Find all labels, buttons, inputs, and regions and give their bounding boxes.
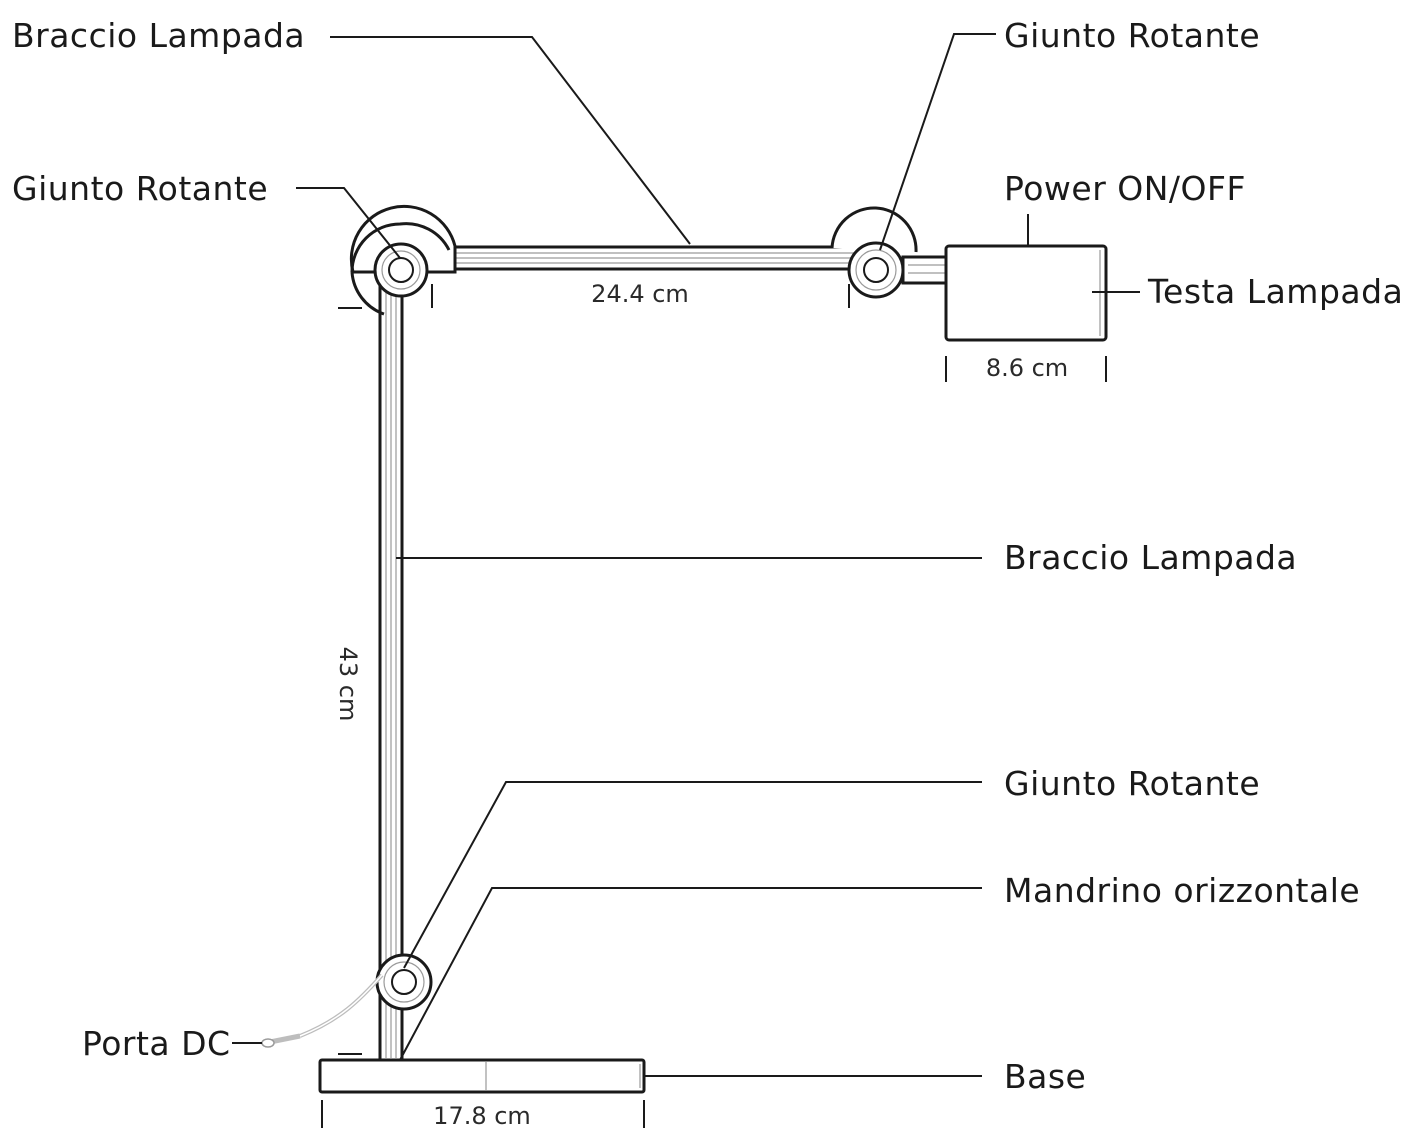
lamp-base — [318, 1058, 646, 1094]
label-power: Power ON/OFF — [1004, 169, 1246, 208]
top-left-joint — [349, 204, 457, 316]
dimension-vertical-arm: 43 cm — [334, 647, 362, 722]
dimension-horizontal-arm: 24.4 cm — [431, 280, 850, 308]
label-joint-top-right: Giunto Rotante — [1004, 16, 1260, 55]
vertical-arm — [378, 270, 404, 1064]
dimension-base-width: 17.8 cm — [321, 1100, 645, 1130]
horizontal-arm — [398, 245, 880, 271]
dimension-head-width: 8.6 cm — [945, 354, 1107, 382]
dimension-horizontal-arm-value: 24.4 cm — [591, 280, 689, 308]
dimension-head-width-value: 8.6 cm — [986, 354, 1068, 382]
dc-cable — [261, 973, 384, 1048]
dimension-vertical-arm-value: 43 cm — [334, 647, 362, 722]
bottom-joint — [375, 953, 433, 1011]
edge-marks — [338, 307, 362, 1055]
dimension-base-width-value: 17.8 cm — [433, 1102, 531, 1130]
label-head: Testa Lampada — [1147, 272, 1403, 311]
labels: Braccio Lampada Giunto Rotante Giunto Ro… — [12, 16, 1403, 1096]
label-arm-top: Braccio Lampada — [12, 16, 305, 55]
lamp-drawing — [261, 204, 1108, 1094]
label-spindle: Mandrino orizzontale — [1004, 871, 1360, 910]
label-dc-port: Porta DC — [82, 1024, 231, 1063]
label-joint-bottom: Giunto Rotante — [1004, 764, 1260, 803]
head-neck — [901, 255, 951, 285]
lamp-head — [944, 244, 1108, 342]
label-arm-vertical: Braccio Lampada — [1004, 538, 1297, 577]
label-joint-top-left: Giunto Rotante — [12, 169, 268, 208]
label-base: Base — [1004, 1057, 1086, 1096]
leader-lines — [232, 33, 1140, 1077]
